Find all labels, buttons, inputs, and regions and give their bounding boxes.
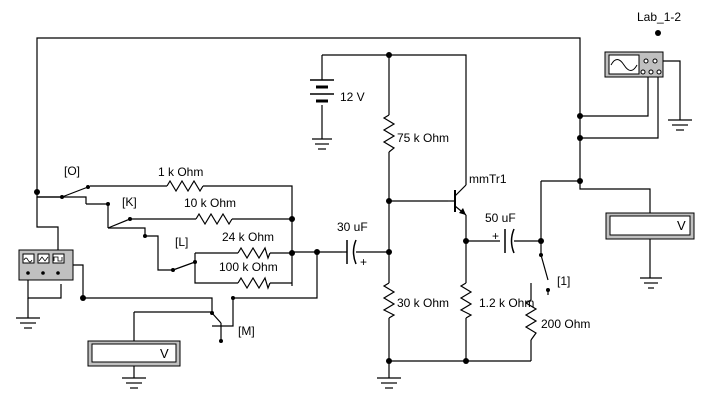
capacitor-50uf-label: 50 uF: [485, 211, 516, 225]
resistor-75k-label: 75 k Ohm: [397, 131, 449, 145]
switch-1-label: [1]: [557, 274, 570, 288]
ground-generator: [16, 298, 40, 329]
battery-label: 12 V: [340, 90, 365, 104]
resistor-24k-label: 24 k Ohm: [222, 230, 274, 244]
transistor-npn[interactable]: mmTr1: [448, 172, 507, 216]
ground-right-vm: [640, 277, 662, 289]
resistor-200[interactable]: 200 Ohm: [524, 299, 590, 341]
resistor-30k[interactable]: 30 k Ohm: [382, 282, 449, 319]
capacitor-30uf-label: 30 uF: [337, 220, 368, 234]
resistor-30k-label: 30 k Ohm: [397, 296, 449, 310]
wires: [27, 37, 681, 378]
capacitor-50uf-plus: +: [492, 229, 499, 243]
function-generator[interactable]: [18, 249, 74, 281]
switch-k-label: [K]: [122, 195, 137, 209]
resistor-100k-label: 100 k Ohm: [219, 260, 278, 274]
voltmeter-left[interactable]: V: [87, 340, 181, 367]
resistor-100k[interactable]: 100 k Ohm: [219, 260, 278, 290]
resistor-10k-label: 10 k Ohm: [184, 196, 236, 210]
voltmeter-right-label: V: [677, 218, 686, 233]
resistor-1-2k[interactable]: 1.2 k Ohm: [459, 282, 534, 319]
switch-o-label: [O]: [64, 164, 80, 178]
capacitor-50uf[interactable]: 50 uF +: [485, 211, 516, 254]
resistor-200-label: 200 Ohm: [541, 317, 590, 331]
title-node: [655, 30, 661, 36]
switch-l-label: [L]: [175, 235, 188, 249]
oscilloscope[interactable]: [604, 51, 664, 78]
battery-12v[interactable]: 12 V: [310, 79, 365, 104]
capacitor-30uf[interactable]: 30 uF +: [337, 220, 368, 269]
ground-symbols: [16, 119, 692, 389]
voltmeter-right[interactable]: V: [605, 212, 695, 240]
voltmeter-left-label: V: [160, 346, 169, 361]
resistor-1k[interactable]: 1 k Ohm: [158, 165, 204, 193]
resistor-1-2k-label: 1.2 k Ohm: [479, 296, 534, 310]
resistor-75k[interactable]: 75 k Ohm: [382, 114, 449, 153]
junction-dots: [34, 52, 583, 364]
ground-battery: [312, 138, 332, 150]
ground-scope: [668, 119, 692, 131]
ground-main: [377, 377, 401, 389]
transistor-label: mmTr1: [469, 172, 507, 186]
resistor-1k-label: 1 k Ohm: [158, 165, 203, 179]
switch-m-label: [M]: [238, 324, 255, 338]
resistor-24k[interactable]: 24 k Ohm: [222, 230, 274, 260]
capacitor-30uf-plus: +: [360, 255, 367, 269]
ground-left-vm: [122, 377, 146, 389]
resistor-10k[interactable]: 10 k Ohm: [184, 196, 236, 226]
title-label: Lab_1-2: [637, 10, 681, 24]
